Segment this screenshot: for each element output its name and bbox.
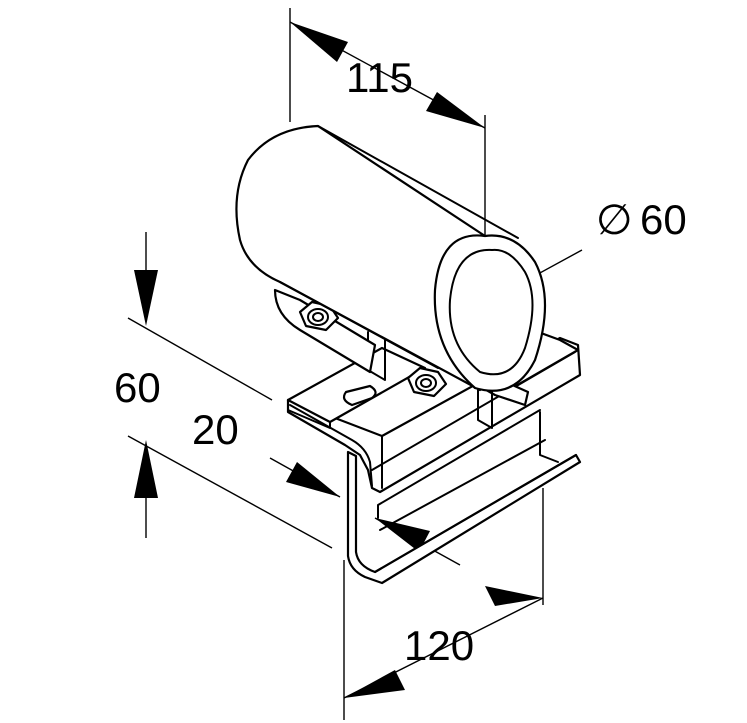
dimension-arrows [134,22,543,698]
base-rail [346,409,582,585]
dim-label-diameter-symbol: ∅ [596,196,633,243]
dim-label-height: 60 [114,364,161,411]
dimension-labels: 115 ∅ 60 60 20 120 [114,54,687,669]
pipe-tube [235,124,547,392]
dim-label-diameter-value: 60 [640,196,687,243]
dim-label-offset: 20 [192,406,239,453]
bolt-right [406,366,448,398]
dim-label-base-length: 120 [404,622,474,669]
dim-label-width-top: 115 [346,54,413,101]
